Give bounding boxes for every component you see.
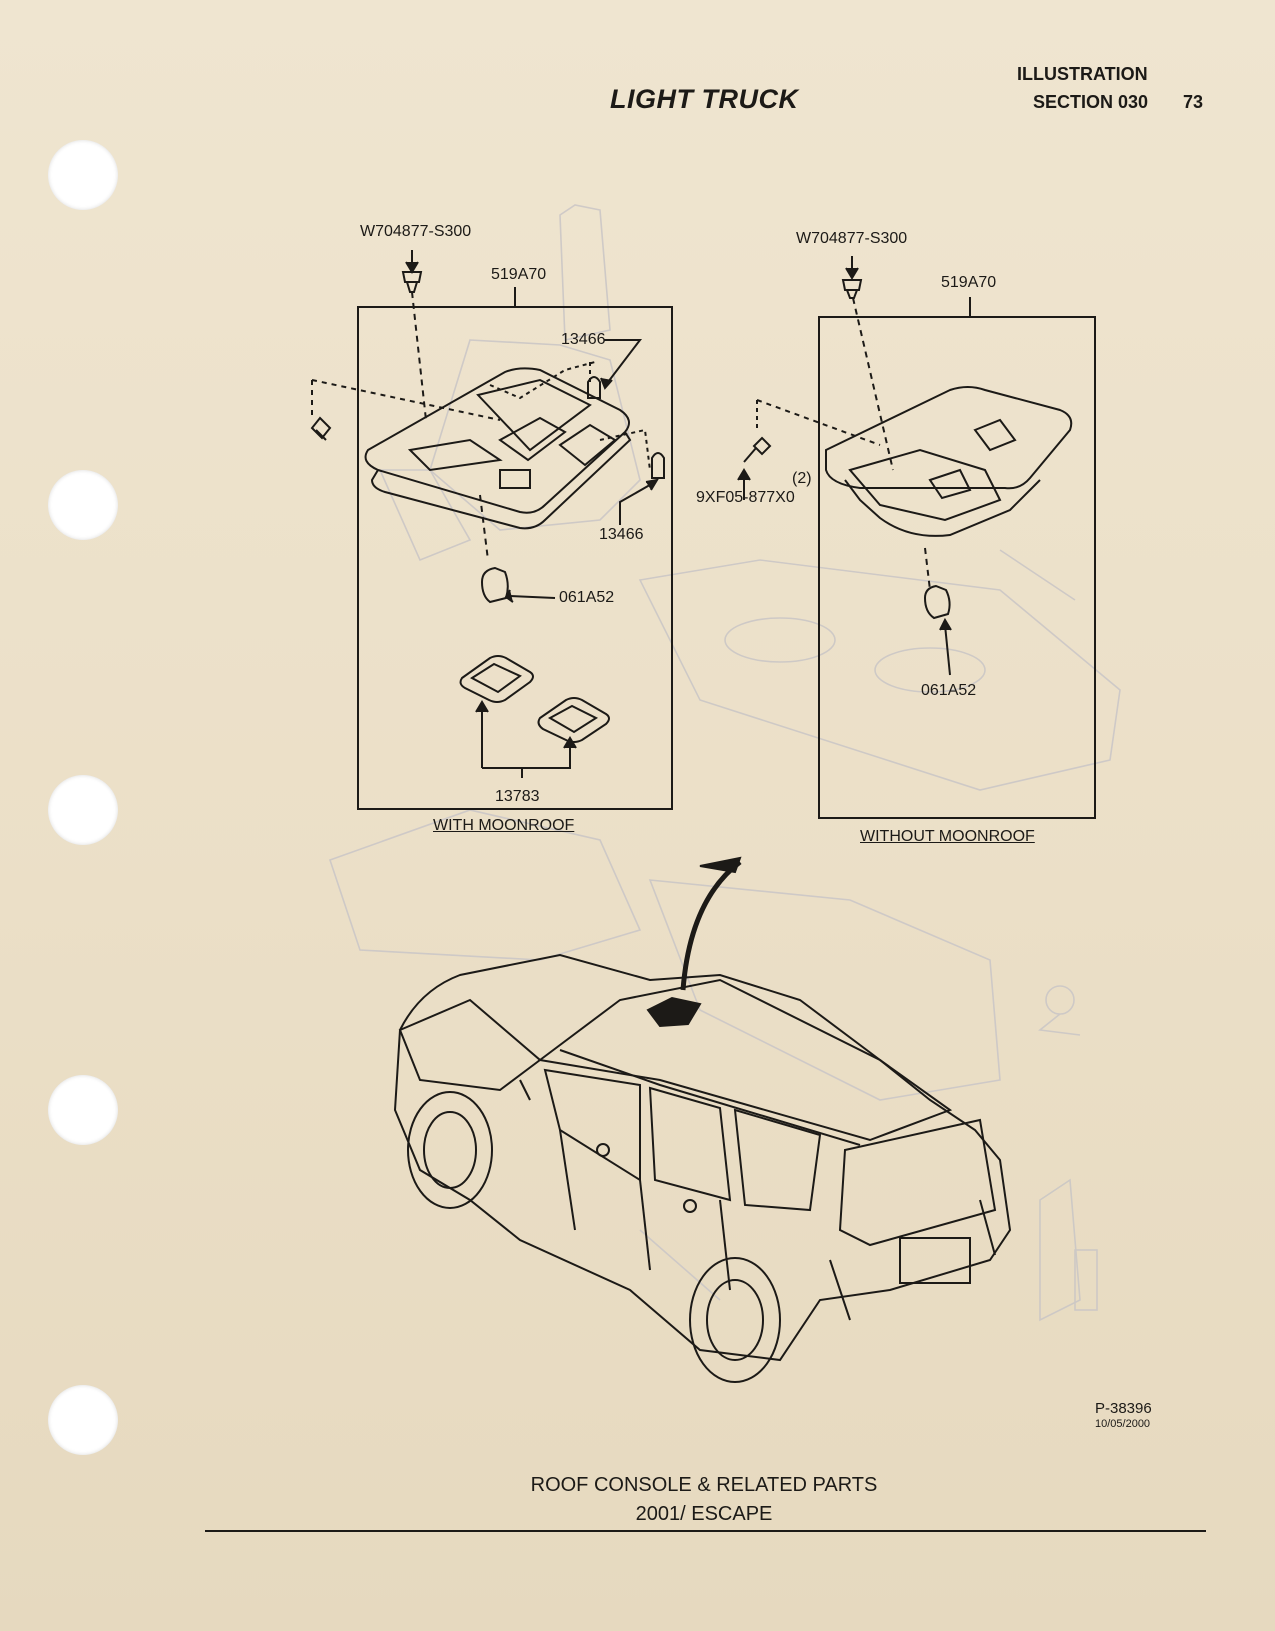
caption-without-moonroof: WITHOUT MOONROOF (860, 828, 1035, 845)
footer-subtitle: 2001/ ESCAPE (635, 1503, 773, 1525)
illustration-date: 10/05/2000 (1095, 1418, 1151, 1430)
part-label-screw: W704877-S300 (796, 230, 908, 247)
binder-hole (48, 775, 118, 845)
part-label-console: 519A70 (941, 274, 997, 291)
part-label-lens: 061A52 (921, 682, 977, 699)
part-label-console: 519A70 (491, 266, 547, 283)
binder-hole (48, 140, 118, 210)
illustration-code: P-38396 (1095, 1400, 1152, 1417)
binder-hole (48, 470, 118, 540)
part-label-bulb: 13466 (599, 526, 644, 543)
binder-hole (48, 1075, 118, 1145)
binder-hole (48, 1385, 118, 1455)
part-label-screw: W704877-S300 (360, 223, 472, 240)
page-number: 73 (1183, 92, 1204, 112)
illustration-label: ILLUSTRATION (1017, 64, 1148, 84)
caption-with-moonroof: WITH MOONROOF (433, 817, 575, 834)
part-label-bulb: 13466 (561, 331, 606, 348)
section-label: SECTION 030 (1033, 92, 1149, 112)
page-title: LIGHT TRUCK (610, 84, 799, 114)
part-label-lens: 061A52 (559, 589, 615, 606)
part-label-map-lamp: 13783 (495, 788, 540, 805)
footer-title: ROOF CONSOLE & RELATED PARTS (530, 1474, 878, 1496)
part-label-fastener: 9XF05-877X0 (696, 489, 795, 506)
panel-without-moonroof (737, 256, 1096, 819)
vehicle-drawing (393, 856, 1012, 1383)
panel-with-moonroof (310, 250, 673, 810)
part-label-quantity: (2) (792, 470, 812, 487)
